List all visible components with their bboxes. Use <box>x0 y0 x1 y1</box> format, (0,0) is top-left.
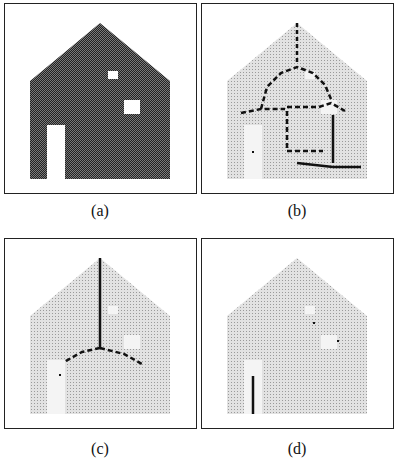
panel-label: (c) <box>91 440 109 458</box>
panel-label: (d) <box>288 440 307 458</box>
panel-b <box>202 4 394 194</box>
panel-d <box>202 239 394 429</box>
panel-c <box>5 239 197 429</box>
panel-label: (a) <box>91 202 109 220</box>
panel-a <box>5 4 197 194</box>
panel-label: (b) <box>288 202 307 220</box>
